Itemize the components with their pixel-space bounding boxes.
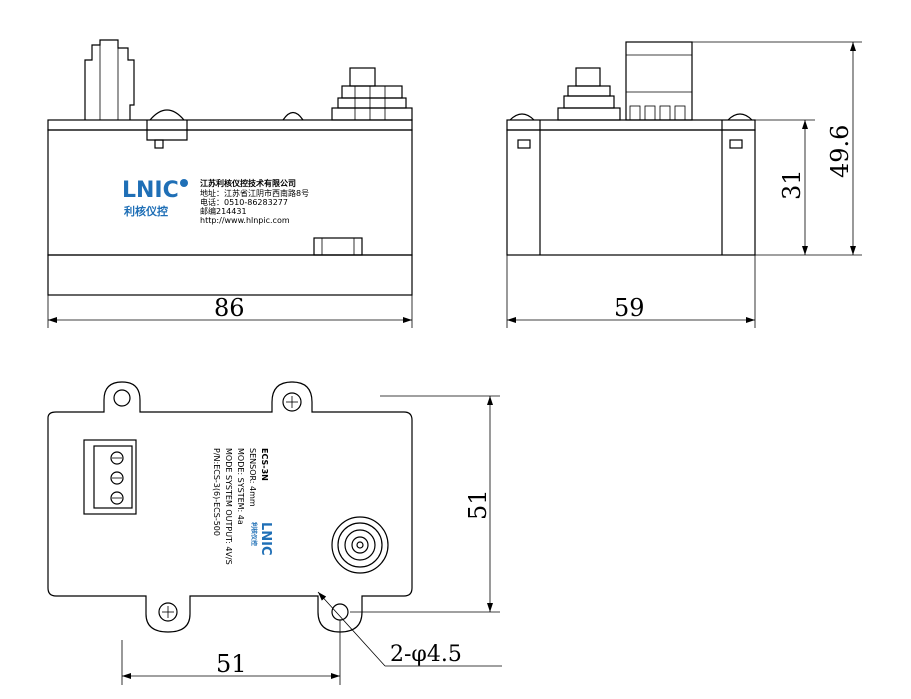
dim-front-width: 86 (214, 294, 245, 322)
svg-text:利核仪控: 利核仪控 (250, 521, 258, 546)
top-screw-upper (282, 392, 302, 412)
dim-top-hole-spacing: 51 (216, 650, 247, 678)
top-label-line4: P/N:ECS-3(6)-ECS-500 (212, 448, 221, 536)
side-body (506, 129, 756, 256)
top-mount-hole-right (331, 603, 349, 621)
front-base (47, 254, 413, 296)
svg-text:利核仪控: 利核仪控 (124, 204, 168, 218)
front-view: LNIC 利核仪控 江苏利核仪控技术有限公司 地址：江苏省江阴市西南路8号 电话… (47, 39, 413, 328)
side-view: 59 31 49.6 (506, 41, 862, 328)
top-label-model: ECS-3N (260, 448, 269, 481)
front-top-plate (47, 119, 413, 131)
svg-text:LNIC: LNIC (122, 178, 179, 203)
side-top-plate (506, 119, 756, 131)
top-label: ECS-3N SENSOR: 4mm MODE: SYSTEM: 4a MODE… (212, 448, 269, 565)
front-screw (282, 111, 304, 121)
front-logo: LNIC 利核仪控 (122, 178, 188, 218)
dim-top-height: 51 (464, 489, 492, 520)
top-coax-connector (331, 516, 389, 574)
top-outline (47, 381, 413, 633)
front-mount-tab (146, 120, 188, 141)
front-label-postcode: 邮编214431 (200, 206, 247, 216)
dim-side-body-height: 31 (778, 169, 806, 200)
front-label-website: http://www.hlnpic.com (200, 216, 290, 225)
dim-side-total-height: 49.6 (826, 125, 854, 178)
front-coax-connector (331, 67, 413, 121)
side-coax-connector (557, 67, 621, 121)
top-label-line2: MODE: SYSTEM: 4a (236, 448, 245, 525)
top-label-line3: MODE SYSTEM OUTPUT: 4V/S (224, 448, 233, 565)
top-screw-lower (158, 602, 178, 622)
front-bottom-port (313, 237, 363, 256)
hole-spec: 2-φ4.5 (390, 642, 462, 667)
front-label-phone: 电话：0510-86283277 (200, 197, 288, 207)
front-label-company: 江苏利核仪控技术有限公司 (200, 178, 296, 188)
side-terminal-block (625, 41, 693, 121)
front-terminal-connector (84, 39, 135, 120)
top-view: ECS-3N SENSOR: 4mm MODE: SYSTEM: 4a MODE… (47, 381, 502, 685)
dim-side-width: 59 (614, 294, 645, 322)
top-mount-hole-left (113, 389, 131, 407)
top-terminal-block (83, 439, 137, 515)
front-label-address: 地址：江苏省江阴市西南路8号 (200, 188, 309, 198)
top-logo: LNIC 利核仪控 (250, 521, 273, 556)
top-label-line1: SENSOR: 4mm (248, 448, 257, 507)
svg-text:LNIC: LNIC (258, 522, 273, 556)
